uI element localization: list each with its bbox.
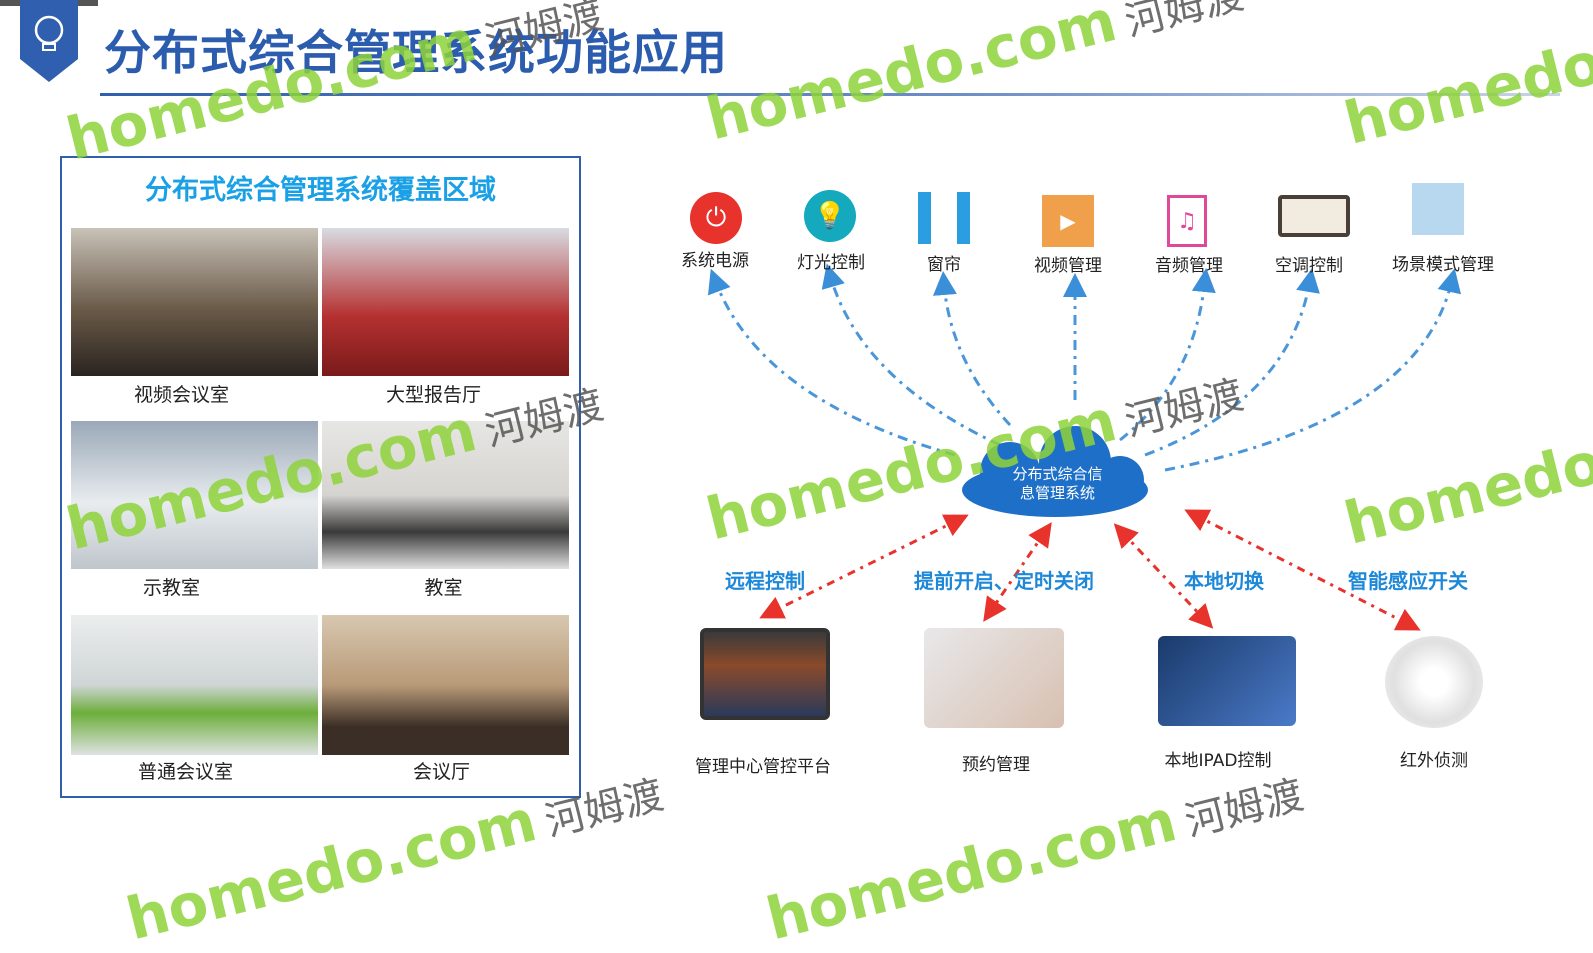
function-label: 场景模式管理 bbox=[1392, 255, 1494, 275]
device-label: 管理中心管控平台 bbox=[695, 757, 831, 777]
photo-conference-hall bbox=[322, 615, 569, 755]
power-icon: ⏻ bbox=[690, 192, 742, 244]
arrow-scene bbox=[1164, 268, 1462, 472]
photo-classroom bbox=[322, 421, 569, 569]
curtain-icon bbox=[918, 192, 970, 244]
room-label: 教室 bbox=[424, 577, 463, 599]
room-label: 会议厅 bbox=[412, 761, 470, 783]
control-label: 本地切换 bbox=[1184, 569, 1264, 593]
photo-meeting-room bbox=[71, 615, 318, 755]
arrow-audio bbox=[1119, 268, 1216, 442]
coverage-panel: 分布式综合管理系统覆盖区域 bbox=[60, 156, 581, 798]
function-label: 视频管理 bbox=[1034, 256, 1102, 276]
coverage-title: 分布式综合管理系统覆盖区域 bbox=[145, 175, 496, 206]
room-label: 普通会议室 bbox=[137, 761, 233, 783]
device-label: 红外侦测 bbox=[1400, 751, 1468, 771]
cloud-label: 分布式综合信 息管理系统 bbox=[985, 465, 1130, 503]
arrow-curtain bbox=[932, 271, 1012, 427]
page-title: 分布式综合管理系统功能应用 bbox=[104, 26, 728, 81]
control-label: 智能感应开关 bbox=[1348, 569, 1468, 593]
ipad-device-image bbox=[1158, 636, 1296, 726]
infrared-sensor-image bbox=[1385, 636, 1483, 728]
bulb-icon: 💡 bbox=[804, 190, 856, 242]
function-label: 灯光控制 bbox=[797, 253, 865, 273]
connection-arrows bbox=[707, 263, 1462, 631]
room-label: 示教室 bbox=[142, 577, 200, 599]
ac-icon bbox=[1278, 195, 1350, 237]
function-label: 空调控制 bbox=[1275, 256, 1343, 276]
function-label: 系统电源 bbox=[681, 251, 749, 271]
arrow-sensor bbox=[1184, 509, 1421, 631]
function-label: 窗帘 bbox=[927, 255, 961, 275]
room-label: 大型报告厅 bbox=[385, 384, 481, 406]
photo-demo-room bbox=[71, 421, 318, 569]
scene-icon bbox=[1412, 183, 1464, 235]
cloud-label-line1: 分布式综合信 bbox=[1012, 465, 1103, 483]
cloud-icon bbox=[962, 426, 1148, 517]
photo-lecture-hall bbox=[322, 228, 569, 376]
video-icon: ▶ bbox=[1042, 195, 1094, 247]
device-label: 本地IPAD控制 bbox=[1164, 751, 1272, 771]
cloud-label-line2: 息管理系统 bbox=[1019, 484, 1095, 502]
monitor-device-image bbox=[700, 628, 830, 720]
function-label: 音频管理 bbox=[1155, 256, 1223, 276]
phone-device-image bbox=[924, 628, 1064, 728]
photo-video-conference bbox=[71, 228, 318, 376]
control-label: 提前开启、定时关闭 bbox=[914, 569, 1094, 593]
control-label: 远程控制 bbox=[725, 569, 805, 593]
device-label: 预约管理 bbox=[962, 755, 1030, 775]
title-divider bbox=[100, 93, 1560, 96]
arrow-power bbox=[707, 268, 956, 457]
arrow-ac bbox=[1144, 268, 1320, 457]
music-icon: ♫ bbox=[1167, 195, 1207, 247]
arrow-local bbox=[1113, 523, 1214, 629]
room-label: 视频会议室 bbox=[133, 384, 229, 406]
arrow-schedule bbox=[983, 522, 1052, 622]
